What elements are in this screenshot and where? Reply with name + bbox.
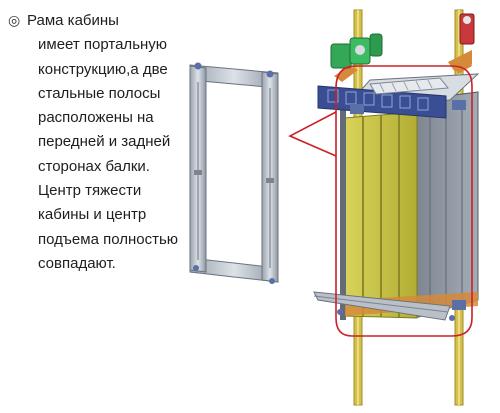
description-line-8: Центр тяжести bbox=[38, 182, 142, 200]
description-line-3: конструкцию,а две bbox=[38, 60, 168, 78]
description-line-10: подъема полностью bbox=[38, 230, 179, 248]
frame-highlight bbox=[288, 65, 473, 337]
description-line-6: передней и задней bbox=[38, 133, 171, 151]
elevator-cabin bbox=[313, 73, 480, 321]
description-line-7: сторонах балки. bbox=[38, 157, 150, 175]
bullet-icon: ◎ bbox=[8, 12, 21, 28]
highlight-pointer bbox=[288, 111, 337, 157]
cabin-frame bbox=[189, 62, 279, 284]
safety-gear-icon bbox=[448, 13, 475, 72]
description-line-5: расположены на bbox=[38, 109, 154, 127]
description-line-4: стальные полосы bbox=[38, 84, 161, 102]
description-text: ◎Рама кабины имеет портальную конструкци… bbox=[8, 8, 190, 276]
description-line-11: совпадают. bbox=[38, 254, 116, 272]
door-motor-icon bbox=[330, 33, 383, 69]
description-line-2: имеет портальную bbox=[38, 36, 168, 54]
description-line-1: ◎Рама кабины bbox=[8, 8, 190, 33]
description-line-9: кабины и центр bbox=[38, 206, 147, 224]
guide-shoes bbox=[350, 100, 466, 310]
